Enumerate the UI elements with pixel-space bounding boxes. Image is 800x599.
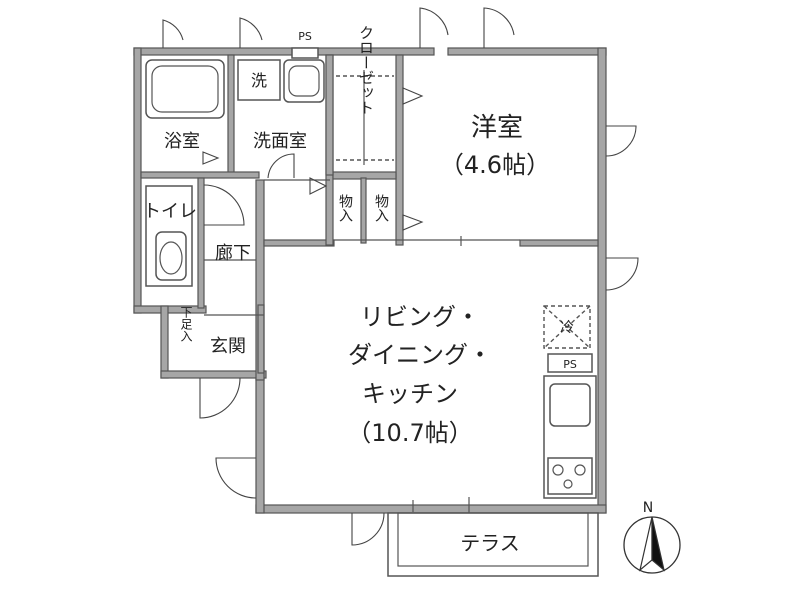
ldk-size: （10.7帖） (347, 419, 472, 447)
washbasin-icon (283, 59, 325, 103)
western-room-label: 洋室 (471, 113, 523, 143)
closet-label: クローゼット (357, 25, 375, 115)
toilet-icon (145, 185, 193, 287)
north-label: N (643, 500, 653, 516)
bathtub-icon (145, 59, 225, 119)
room-labels: PS 洗 クローゼット 洋室 （4.6帖） 浴室 洗面室 物入 物入 トイレ 廊… (143, 25, 653, 555)
stove-icon (547, 457, 593, 495)
ldk-label-line2: ダイニング・ (348, 341, 492, 369)
ps-top-box (291, 47, 319, 59)
walls (133, 47, 607, 514)
bathroom-label: 浴室 (164, 131, 200, 152)
washroom-label: 洗面室 (253, 131, 307, 152)
shoe-storage-label: 下足入 (179, 306, 193, 342)
closet-dashes (336, 70, 394, 165)
storage-2-label: 物入 (373, 194, 389, 222)
washer-label: 洗 (251, 71, 267, 90)
doors (162, 7, 639, 546)
western-room-size: （4.6帖） (440, 151, 550, 179)
hallway-label: 廊下 (215, 243, 251, 264)
terrace (387, 512, 599, 577)
sink-icon (549, 383, 591, 427)
entrance-label: 玄関 (210, 336, 246, 357)
washer-box (237, 59, 281, 101)
compass-north-icon (623, 516, 681, 574)
fridge-label: 冷 (560, 320, 574, 336)
ldk-label-line3: キッチン (362, 380, 458, 408)
toilet-label: トイレ (143, 201, 197, 222)
ps-kitchen-label: PS (563, 358, 577, 371)
terrace-label: テラス (460, 531, 520, 555)
partition-lines (204, 179, 520, 513)
storage-1-label: 物入 (337, 194, 353, 222)
ldk-label-line1: リビング・ (360, 303, 480, 331)
genkan-step (257, 304, 265, 374)
refrigerator-space (543, 305, 591, 349)
ps-top-label: PS (298, 30, 312, 43)
